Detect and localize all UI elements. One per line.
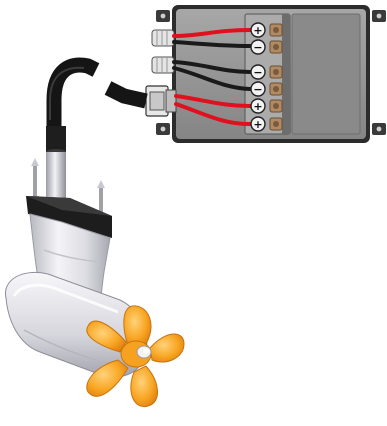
terminal-2-polarity: − <box>253 41 262 54</box>
propeller-blade-bottom-right <box>130 365 158 408</box>
terminal-3-polarity: − <box>253 66 262 79</box>
propeller-blade-right <box>149 333 185 363</box>
internal-wires <box>172 28 252 126</box>
terminal-4-polarity: − <box>253 83 262 96</box>
terminal-5: + <box>250 98 283 114</box>
mounting-flange <box>26 196 112 238</box>
terminal-4: − <box>250 81 283 97</box>
propeller <box>86 305 185 408</box>
terminal-6: + <box>250 116 283 132</box>
propeller-blade-left <box>86 320 127 353</box>
mounting-stud-left <box>31 158 39 200</box>
wire-negative-2 <box>172 60 252 74</box>
terminal-2: − <box>250 39 283 55</box>
cable-connector <box>145 85 177 117</box>
wire-negative-1 <box>172 40 252 48</box>
cable-sleeve <box>46 126 66 152</box>
terminal-3: − <box>250 64 283 80</box>
wire-positive-2 <box>174 94 252 108</box>
wire-positive-1 <box>172 28 252 38</box>
propeller-blade-bottom-left <box>86 359 129 397</box>
cable-gland-middle <box>151 56 175 74</box>
wire-negative-3 <box>172 66 252 91</box>
power-cable <box>46 57 148 128</box>
propeller-blade-top <box>123 305 152 347</box>
terminal-5-polarity: + <box>253 100 262 113</box>
thruster-unit <box>5 126 148 378</box>
terminal-1: + <box>250 22 283 38</box>
junction-box <box>145 5 386 143</box>
drive-shaft <box>46 152 66 200</box>
cable-gland-top <box>151 29 175 47</box>
wire-positive-3 <box>174 102 252 126</box>
terminal-6-polarity: + <box>253 118 262 131</box>
terminal-1-polarity: + <box>253 24 262 37</box>
